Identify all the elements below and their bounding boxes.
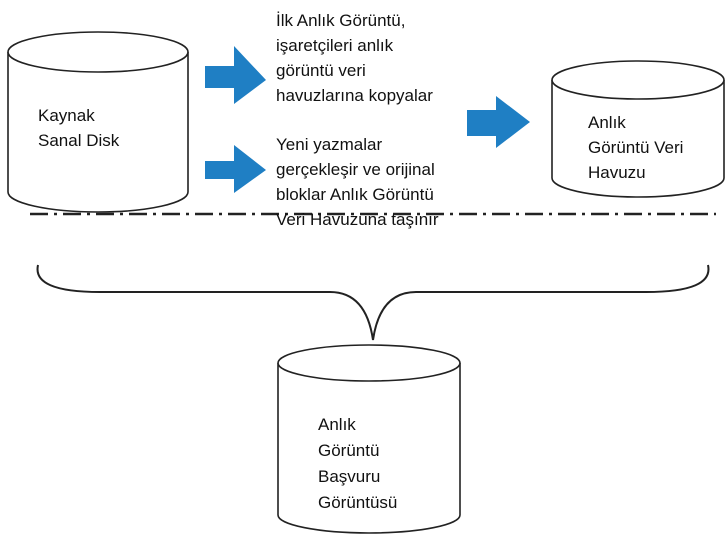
note-line: görüntü veri <box>276 61 366 80</box>
note-line: İlk Anlık Görüntü, <box>276 11 406 30</box>
first-snapshot-note: İlk Anlık Görüntü, işaretçileri anlık gö… <box>276 8 433 108</box>
arrow-right-icon <box>467 96 530 148</box>
note-line: Veri Havuzuna taşınır <box>276 210 439 229</box>
note-line: havuzlarına kopyalar <box>276 86 433 105</box>
snapshot-pool-label-line: Görüntü Veri <box>588 138 684 157</box>
source-disk-label-line: Kaynak <box>38 106 95 125</box>
reference-image-label-line: Görüntü <box>318 441 380 460</box>
reference-image-label-line: Başvuru <box>318 467 381 486</box>
reference-image-cylinder <box>277 344 461 534</box>
arrow-right-icon <box>205 145 266 193</box>
source-disk-label: Kaynak Sanal Disk <box>38 103 119 153</box>
note-line: bloklar Anlık Görüntü <box>276 185 434 204</box>
snapshot-pool-label-line: Havuzu <box>588 163 646 182</box>
snapshot-pool-cylinder <box>551 60 725 198</box>
reference-image-label-line: Anlık <box>318 415 356 434</box>
arrow-right-icon <box>205 46 266 104</box>
note-line: gerçekleşir ve orijinal <box>276 160 435 179</box>
curly-brace <box>36 264 710 341</box>
snapshot-pool-label: Anlık Görüntü Veri Havuzu <box>588 110 683 185</box>
new-writes-note: Yeni yazmalar gerçekleşir ve orijinal bl… <box>276 132 439 232</box>
note-line: Yeni yazmalar <box>276 135 383 154</box>
note-line: işaretçileri anlık <box>276 36 394 55</box>
source-disk-cylinder <box>7 31 189 213</box>
source-disk-label-line: Sanal Disk <box>38 131 120 150</box>
reference-image-label-line: Görüntüsü <box>318 493 398 512</box>
snapshot-pool-label-line: Anlık <box>588 113 626 132</box>
reference-image-label: Anlık Görüntü Başvuru Görüntüsü <box>318 412 397 516</box>
